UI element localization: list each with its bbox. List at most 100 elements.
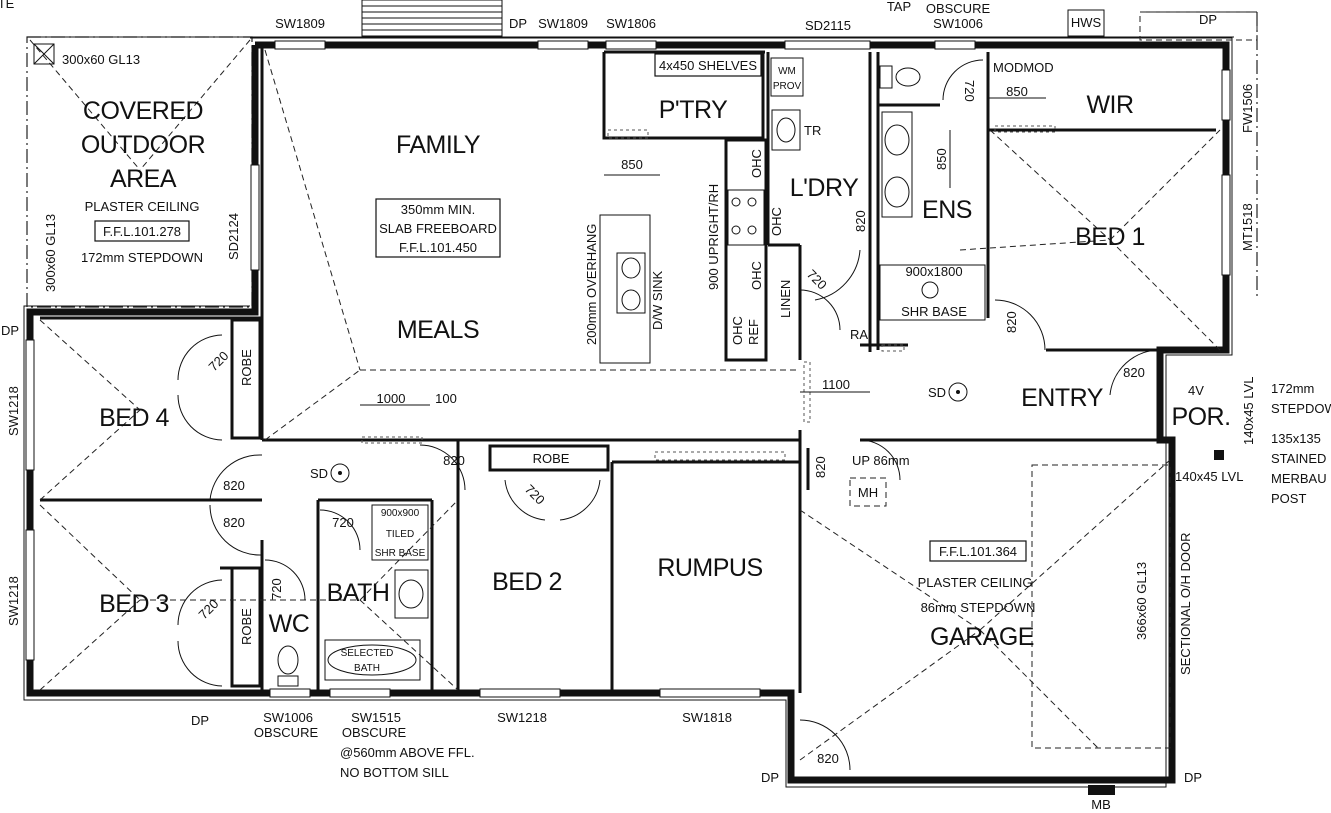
slab-note-3: F.F.L.101.450 [399,240,477,255]
window-sw1006-bottom: SW1006 [263,710,313,725]
oh-door-note: SECTIONAL O/H DOOR [1178,532,1193,675]
window-sw1515-obscure: OBSCURE [342,725,407,740]
bath-shower-note-3: SHR BASE [375,548,426,559]
robe-bed3-note: ROBE [239,608,254,645]
doors [177,59,1161,771]
window-sw1806: SW1806 [606,16,656,31]
shelves-note: 4x450 SHELVES [659,58,757,73]
hws-note: HWS [1071,15,1102,30]
bed1-label: BED 1 [1075,223,1145,251]
dim-820-bed4: 820 [223,478,245,493]
window-sw1818: SW1818 [682,710,732,725]
window-sw1006-obscure: OBSCURE [254,725,319,740]
hatch-bands [361,125,1056,461]
dw-sink-note: D/W SINK [650,270,665,330]
dim-1100: 1100 [822,377,850,392]
window-sw1218-bottom: SW1218 [497,710,547,725]
ohc-note-d: OHC [730,316,745,345]
house-outer-wall [26,41,1230,784]
family-label: FAMILY [396,131,481,159]
interior-walls [40,45,1216,775]
te-note: TE [0,0,15,11]
dim-820-bed2: 820 [443,453,465,468]
window-openings [25,40,1231,698]
dim-820-garage: 820 [813,456,828,478]
dim-820-entry: 820 [1123,365,1145,380]
dim-820-bed3: 820 [223,515,245,530]
window-sw1218-b: SW1218 [6,576,21,626]
garage-ffl-note: F.F.L.101.364 [939,544,1017,559]
dim-100: 100 [435,391,457,406]
pantry-label: P'TRY [659,96,728,124]
dim-720-bed2: 720 [522,482,548,508]
post-note-4: POST [1271,491,1306,506]
bath-label: BATH [327,579,390,607]
tr-note: TR [804,123,821,138]
selected-bath-note-1: SELECTED [341,648,394,659]
dim-720-linen: 720 [804,267,830,293]
covered-outdoor-label-2: OUTDOOR [81,131,205,159]
window-labels: SW1809 SW1809 SW1806 SD2115 SW1006 FW150… [0,0,1255,785]
sd-hall-note: SD [310,466,328,481]
bed2-label: BED 2 [492,568,562,596]
robe-bed2-note: ROBE [533,451,570,466]
notes: PLASTER CEILING F.F.L.101.278 172mm STEP… [43,0,1331,812]
dimensions: 850 850 850 1000 100 1100 720 720 720 72… [196,80,1145,766]
porch-stepdown-1: 172mm [1271,381,1314,396]
dim-720-ens: 720 [962,80,977,102]
laundry-label: L'DRY [790,174,859,202]
window-sw1218-a: SW1218 [6,386,21,436]
window-fw1506: FW1506 [1240,84,1255,133]
wm-note-1: WM [778,66,796,77]
ref-note: REF [746,319,761,345]
window-sd2115: SD2115 [805,18,851,33]
dim-720-bed4: 720 [206,348,232,374]
rumpus-label: RUMPUS [657,554,762,582]
bath-shower-note-1: 900x900 [381,508,420,519]
porch-4v-note: 4V [1188,383,1204,398]
post-note-3: MERBAU [1271,471,1327,486]
garage-stepdown-note: 86mm STEPDOWN [921,600,1036,615]
dim-850-ens-h: 850 [1006,84,1028,99]
dim-720-bed3: 720 [196,596,222,622]
dim-850-kitchen: 850 [621,157,643,172]
wm-note-2: PROV [773,81,802,92]
dim-820-ldry: 820 [853,210,868,232]
wc-label: WC [269,610,310,638]
linen-note: LINEN [778,280,793,318]
ensuite-label: ENS [922,196,972,224]
dim-720-wc: 720 [269,578,284,600]
post-note-2: STAINED [1271,451,1326,466]
outer-walls [23,11,1258,788]
window-sw1515: SW1515 [351,710,401,725]
dp-bottom-b: DP [761,770,779,785]
window-sw1809-b: SW1809 [538,16,588,31]
ra-note: RA [850,327,868,342]
ens-shower-note-1: 900x1800 [905,264,962,279]
window-sw1006-top: SW1006 [933,16,983,31]
outdoor-ceiling-note: PLASTER CEILING [85,199,200,214]
dp-top-a: DP [509,16,527,31]
ens-shower-note-2: SHR BASE [901,304,967,319]
sd-entry-note: SD [928,385,946,400]
ohc-note-c: OHC [749,261,764,290]
window-sd2124: SD2124 [226,213,241,260]
outdoor-ffl-note: F.F.L.101.278 [103,224,181,239]
dim-850-ens-v: 850 [934,148,949,170]
corner-post-note: 300x60 GL13 [62,52,140,67]
wir-label: WIR [1086,91,1133,119]
dp-bottom-a: DP [191,713,209,728]
porch-lvl-vertical: 140x45 LVL [1241,377,1256,445]
dp-bottom-c: DP [1184,770,1202,785]
dim-720-bath: 720 [332,515,354,530]
entry-label: ENTRY [1021,384,1104,412]
window-sw1809-a: SW1809 [275,16,325,31]
dim-820-bed1: 820 [1004,311,1019,333]
fixtures [33,0,1224,795]
porch-label: POR. [1171,403,1230,431]
covered-outdoor-label-3: AREA [110,165,177,193]
post-note-1: 135x135 [1271,431,1321,446]
ohc-note-a: OHC [749,149,764,178]
slab-note-2: SLAB FREEBOARD [379,221,497,236]
